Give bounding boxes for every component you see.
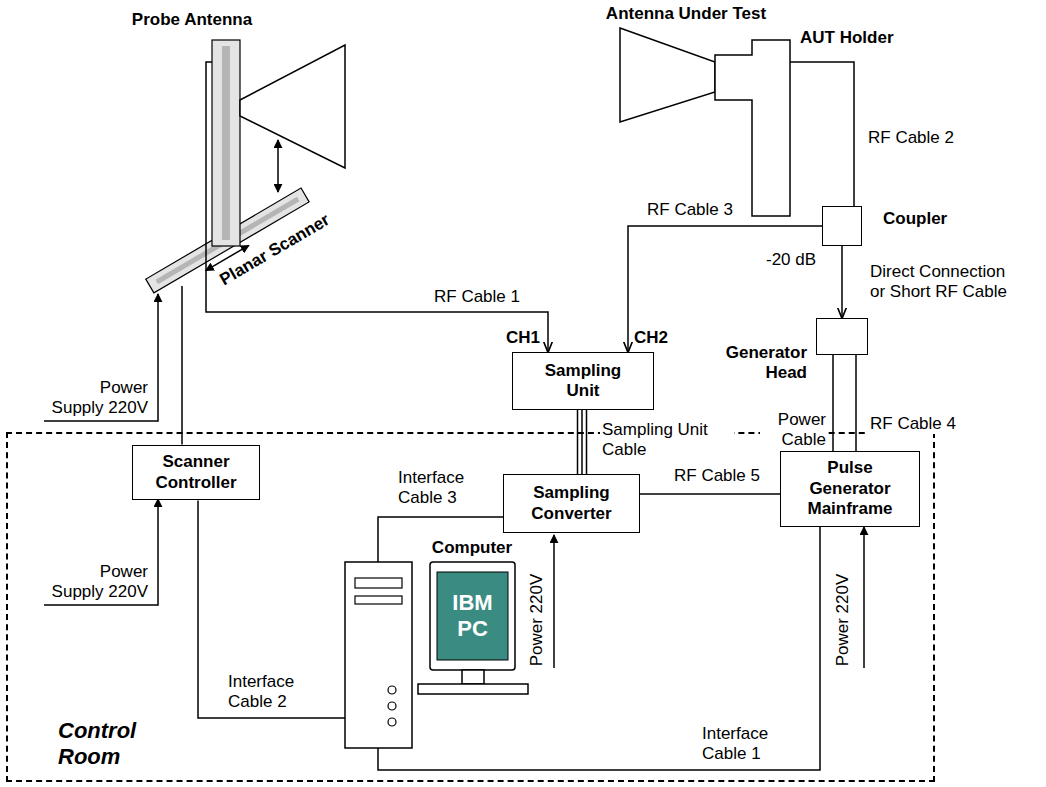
tower-button: [388, 686, 396, 694]
node-heading: Computer: [427, 538, 517, 558]
monitor-stand: [462, 670, 484, 684]
node-heading: Planar Scanner: [209, 206, 340, 294]
cable-line: [206, 62, 548, 352]
cable-label: Interface Cable 3: [396, 468, 480, 509]
cable-strand: [586, 410, 588, 474]
cable-line: [378, 527, 820, 770]
sampling-converter: Sampling Converter: [503, 474, 640, 533]
node-heading: AUT Holder: [800, 28, 910, 48]
scanner-controller: Scanner Controller: [132, 445, 260, 501]
node-heading: IBM PC: [437, 572, 508, 660]
cable-line: [581, 410, 583, 474]
power-label: Power Supply 220V: [48, 562, 148, 603]
monitor-base: [418, 684, 528, 694]
cable-label: RF Cable 4: [868, 414, 958, 434]
power-arrow: [553, 535, 555, 668]
cable-label: RF Cable 5: [672, 466, 762, 486]
tower-button: [388, 702, 396, 710]
cable-line: [640, 493, 780, 495]
cable-line: [855, 355, 857, 451]
node-label: Sampling Converter: [511, 483, 632, 524]
generator-head: Generator Head: [816, 318, 868, 355]
monitor-screen: [437, 572, 508, 660]
cable-label: RF Cable 1: [432, 287, 522, 307]
computer: ComputerIBM PC: [345, 562, 528, 748]
tower-button: [388, 718, 396, 726]
antenna-holder: [715, 40, 790, 216]
monitor-body: [430, 562, 515, 670]
antenna-under-test: Antenna Under Test: [620, 28, 715, 122]
computer-tower: [345, 562, 412, 748]
attenuation-label: -20 dB: [766, 250, 816, 270]
power-arrow: [44, 294, 158, 421]
cable-label: Power Cable: [760, 410, 828, 451]
drive-bay: [355, 596, 402, 604]
cable-line: [181, 286, 183, 445]
cable-label: Direct Connection or Short RF Cable: [868, 262, 1018, 303]
pulse-generator-mainframe: Pulse Generator Mainframe: [780, 451, 920, 527]
sampling-unit: Sampling Unit: [512, 352, 654, 410]
power-arrow: [863, 527, 865, 668]
cable-line: [198, 500, 345, 718]
node-label: Scanner Controller: [140, 452, 252, 493]
planar-scanner: Planar Scanner: [150, 190, 335, 286]
probe-antenna: Probe Antenna: [212, 40, 352, 240]
power-arrow: [44, 499, 158, 605]
cable-line: [628, 226, 822, 352]
node-heading: Probe Antenna: [122, 10, 262, 30]
cable-label: RF Cable 2: [866, 128, 956, 148]
cable-label: Interface Cable 2: [226, 672, 308, 713]
node-heading: Antenna Under Test: [601, 4, 771, 24]
cable-line: [832, 355, 834, 451]
drive-bay: [355, 578, 402, 588]
horn-antenna: [240, 45, 345, 168]
node-heading: Generator Head: [717, 343, 807, 384]
aut-holder: AUT Holder: [715, 40, 790, 216]
port-label: CH1: [504, 328, 540, 348]
node-heading: Coupler: [883, 209, 973, 229]
vertical-rail: [212, 40, 240, 246]
power-label: Power 220V: [833, 565, 853, 675]
cable-strand: [577, 410, 579, 474]
node-heading: Control Room: [58, 718, 158, 771]
node-label: Sampling Unit: [533, 361, 633, 402]
coupler-box: Coupler: [822, 206, 862, 246]
power-label: Power 220V: [527, 565, 547, 675]
rail-slot: [222, 46, 230, 240]
node-label: Pulse Generator Mainframe: [788, 458, 912, 519]
port-label: CH2: [634, 328, 668, 348]
cable-label: RF Cable 3: [645, 200, 735, 220]
power-label: Power Supply 220V: [48, 378, 148, 419]
cable-label: Sampling Unit Cable: [600, 420, 734, 461]
cable-label: Interface Cable 1: [700, 724, 784, 765]
cable-line: [841, 246, 843, 318]
motion-arrow: [277, 140, 279, 192]
cable-line: [790, 62, 854, 206]
horn-antenna: [620, 28, 715, 122]
